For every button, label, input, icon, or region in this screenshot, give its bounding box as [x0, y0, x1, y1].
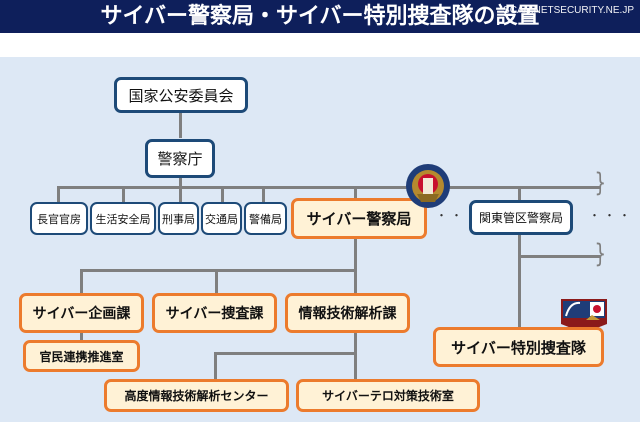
node-suboffice: 官民連携推進室	[23, 340, 140, 372]
node-agency: 警察庁	[145, 139, 215, 178]
connector-regional-hline	[518, 255, 600, 258]
connector-analysis-1	[214, 352, 217, 381]
connector-regional-bureau	[518, 186, 521, 202]
connector-division-3	[354, 269, 357, 293]
node-label: 刑事局	[162, 212, 195, 226]
npa-cyber-emblem-icon	[406, 164, 450, 208]
connector-division-hline	[80, 269, 357, 272]
connector-cyber-bureau	[354, 186, 357, 200]
node-bureau-4: 交通局	[201, 202, 242, 235]
node-label: 生活安全局	[95, 212, 151, 226]
node-label: 関東管区警察局	[478, 211, 563, 225]
node-label: 警察庁	[157, 150, 203, 168]
connector-bureau-5	[262, 186, 265, 202]
node-special-unit: サイバー特別捜査隊	[433, 327, 604, 367]
node-label: 国家公安委員会	[128, 86, 234, 105]
connector-bureau-3	[179, 186, 182, 202]
node-division-2: サイバー捜査課	[152, 293, 277, 333]
node-label: 長官官房	[37, 212, 81, 226]
node-division-1: サイバー企画課	[19, 293, 144, 333]
node-commission: 国家公安委員会	[114, 77, 248, 113]
ellipsis-left: ・・	[436, 209, 466, 222]
page-title: サイバー警察局・サイバー特別捜査隊の設置	[100, 4, 540, 29]
node-label: 交通局	[205, 212, 238, 226]
node-label: 警備局	[249, 212, 282, 226]
brace-bottom: }	[594, 239, 607, 269]
connector-cyber-bureau-down	[354, 238, 357, 270]
watermark: SCAN.NETSECURITY.NE.JP	[503, 5, 634, 16]
title-bar	[0, 0, 640, 33]
node-label: サイバー警察局	[306, 210, 412, 228]
connector-commission-agency	[179, 110, 182, 138]
connector-bureau-hline	[57, 186, 600, 189]
brace-top: }	[594, 168, 607, 198]
node-bureau-5: 警備局	[244, 202, 287, 235]
node-analysis-1: 高度情報技術解析センター	[104, 379, 289, 412]
ncu-emblem-icon	[561, 299, 607, 333]
connector-regional-down	[518, 234, 521, 330]
node-analysis-2: サイバーテロ対策技術室	[296, 379, 480, 412]
node-label: サイバーテロ対策技術室	[322, 389, 454, 403]
node-label: サイバー捜査課	[165, 306, 264, 322]
connector-suboffice	[80, 333, 83, 343]
node-regional-bureau: 関東管区警察局	[469, 200, 573, 235]
node-bureau-3: 刑事局	[158, 202, 199, 235]
connector-analysis-hline	[214, 352, 357, 355]
connector-bureau-2	[122, 186, 125, 202]
node-bureau-1: 長官官房	[30, 202, 88, 235]
connector-division-1	[80, 269, 83, 293]
node-label: 情報技術解析課	[298, 306, 397, 322]
node-division-3: 情報技術解析課	[285, 293, 410, 333]
node-cyber-bureau: サイバー警察局	[291, 198, 427, 239]
connector-bureau-1	[57, 186, 60, 202]
connector-agency-down	[179, 177, 182, 187]
node-label: 高度情報技術解析センター	[124, 389, 269, 403]
node-bureau-2: 生活安全局	[90, 202, 156, 235]
connector-analysis-down	[354, 333, 357, 381]
node-label: 官民連携推進室	[39, 349, 124, 364]
node-label: サイバー企画課	[32, 306, 131, 322]
connector-division-2	[215, 269, 218, 293]
ellipsis-right: ・・・	[589, 209, 634, 222]
connector-bureau-4	[221, 186, 224, 202]
node-label: サイバー特別捜査隊	[451, 338, 586, 357]
